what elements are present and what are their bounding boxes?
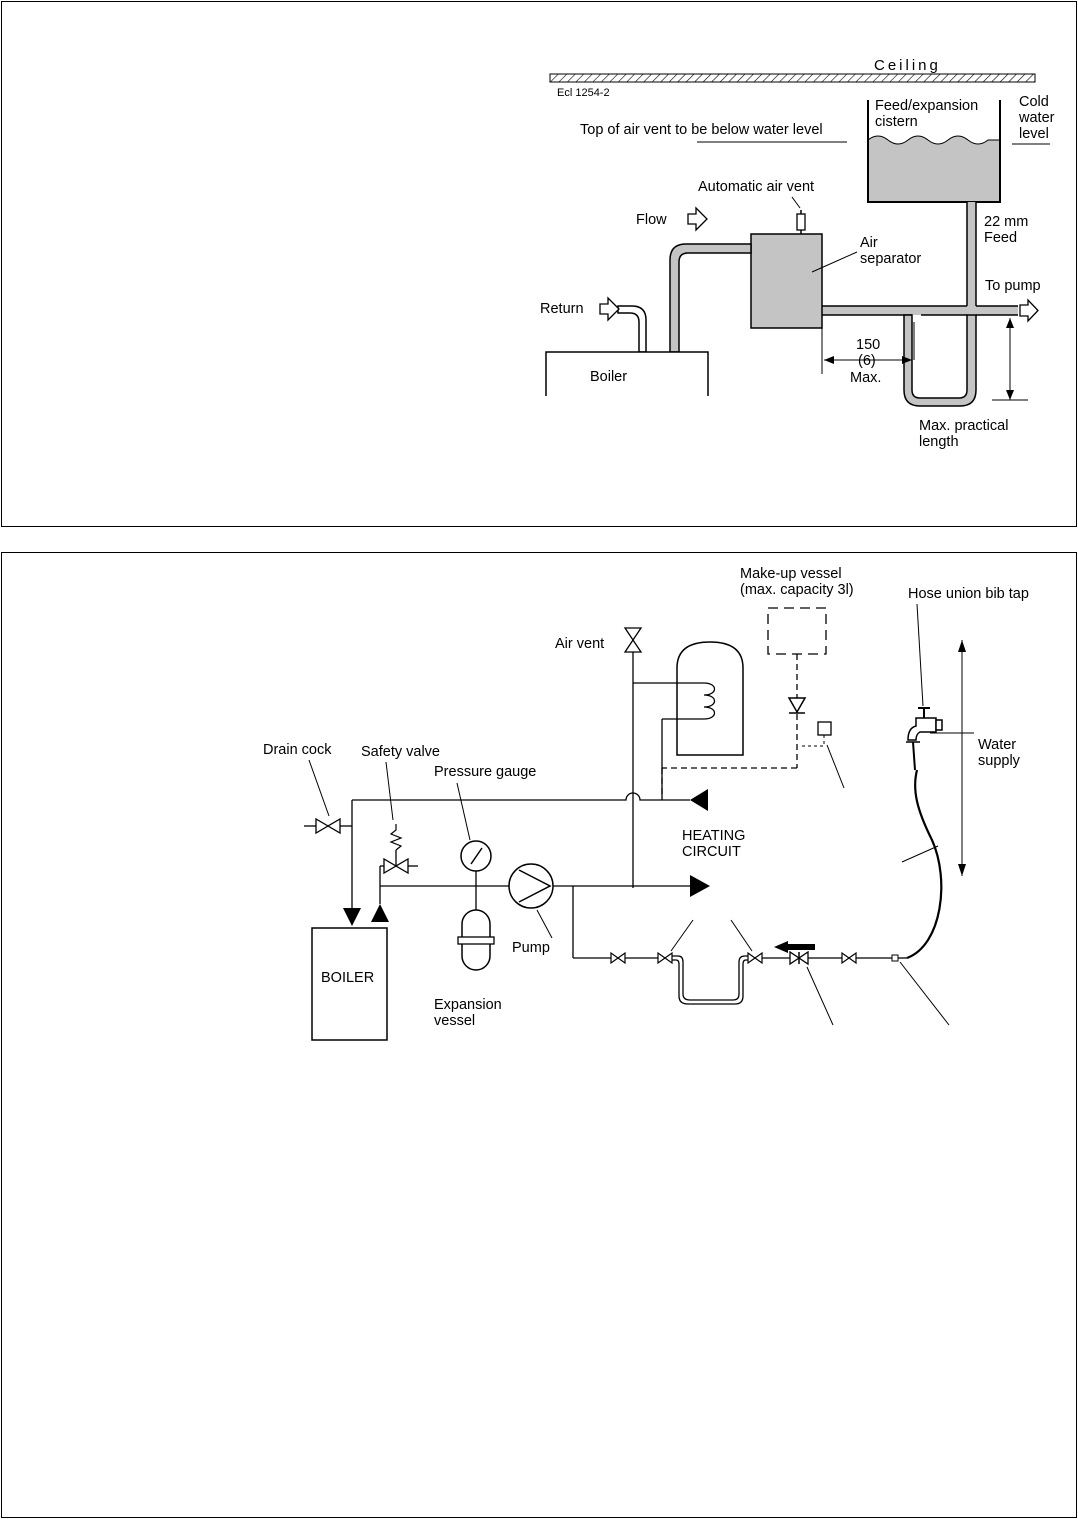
return-arrow-icon — [599, 296, 620, 322]
makeup-vessel — [767, 607, 827, 655]
boiler-label: Boiler — [590, 369, 627, 385]
water-supply-dimension — [930, 640, 974, 876]
water-supply-label-2: supply — [978, 753, 1021, 769]
bib-tap-icon — [906, 707, 943, 771]
dimension-150 — [821, 320, 912, 374]
air-separator-diagram: Ceiling Ecl 1254-2 Top of air vent to be… — [540, 57, 1055, 450]
safety-valve-label: Safety valve — [361, 744, 440, 760]
feed-label-1: 22 mm — [984, 214, 1028, 230]
dimension-value: 150 — [856, 337, 880, 353]
safety-valve-icon — [379, 824, 418, 886]
air-separator — [750, 233, 823, 329]
boiler-flow-arrow-icon — [371, 904, 389, 922]
hose-tap-label: Hose union bib tap — [908, 586, 1029, 602]
boiler-label: BOILER — [321, 970, 374, 986]
drain-cock-label: Drain cock — [263, 742, 332, 758]
expansion-vessel — [457, 886, 495, 971]
max-length-label-1: Max. practical — [919, 418, 1008, 434]
air-separator-label-1: Air — [860, 235, 878, 251]
pump-icon — [508, 863, 554, 909]
cistern-label-1: Feed/expansion — [875, 98, 978, 114]
boiler — [311, 927, 388, 1041]
makeup-check-valve-icon — [787, 697, 807, 714]
makeup-indicator-box — [817, 721, 832, 736]
automatic-air-vent-icon — [796, 210, 806, 234]
cold-water-level-label-3: level — [1019, 126, 1049, 142]
cold-water-level-label-2: water — [1018, 110, 1055, 126]
flow-label: Flow — [636, 212, 667, 228]
filling-loop — [572, 886, 907, 1005]
air-separator-diagram-panel: Ceiling Ecl 1254-2 Top of air vent to be… — [1, 1, 1077, 527]
air-vent-label: Air vent — [555, 636, 604, 652]
flow-arrow-icon — [690, 875, 710, 897]
pressure-gauge-label: Pressure gauge — [434, 764, 536, 780]
drain-cock-icon — [304, 817, 352, 835]
expansion-vessel-label-1: Expansion — [434, 997, 502, 1013]
return-flow-arrow-icon — [690, 789, 708, 811]
max-length-dimension — [992, 318, 1028, 401]
pipe-to-pump — [822, 305, 1018, 316]
sealed-system-diagram-panel: Make-up vessel (max. capacity 3l) Air ve… — [1, 552, 1077, 1518]
automatic-air-vent-label: Automatic air vent — [698, 179, 814, 195]
return-pipe — [617, 305, 647, 353]
cistern-label-2: cistern — [875, 114, 918, 130]
cylinder-coil — [633, 682, 716, 800]
feed-label-2: Feed — [984, 230, 1017, 246]
supply-hose — [906, 769, 943, 960]
dimension-max: Max. — [850, 370, 881, 386]
air-vent-valve-icon — [623, 627, 643, 653]
fill-direction-arrow-icon — [774, 941, 815, 953]
to-pump-arrow-icon — [1019, 298, 1039, 323]
air-separator-label-2: separator — [860, 251, 921, 267]
feed-expansion-cistern — [867, 100, 1001, 203]
return-pipe-line — [352, 792, 690, 801]
dimension-imperial: (6) — [858, 353, 876, 369]
u-bend-pipe — [903, 314, 977, 407]
pump-label: Pump — [512, 940, 550, 956]
flow-pipe — [669, 243, 752, 353]
feed-pipe — [966, 202, 977, 306]
max-length-label-2: length — [919, 434, 959, 450]
makeup-vessel-label-2: (max. capacity 3l) — [740, 582, 854, 598]
to-pump-label: To pump — [985, 278, 1041, 294]
heating-circuit-label-2: CIRCUIT — [682, 844, 741, 860]
cold-water-level-label-1: Cold — [1019, 94, 1049, 110]
boiler — [545, 351, 709, 396]
ceiling — [549, 73, 1036, 83]
expansion-vessel-label-2: vessel — [434, 1013, 475, 1029]
heating-circuit-label-1: HEATING — [682, 828, 745, 844]
makeup-vessel-label-1: Make-up vessel — [740, 566, 842, 582]
ceiling-label: Ceiling — [874, 57, 941, 74]
water-supply-label-1: Water — [978, 737, 1016, 753]
pressure-gauge-icon — [460, 840, 492, 886]
hot-water-cylinder — [676, 641, 744, 756]
flow-arrow-icon — [687, 206, 708, 232]
reference-code: Ecl 1254-2 — [557, 87, 610, 99]
boiler-return-arrow-icon — [343, 908, 361, 926]
sealed-system-diagram: Make-up vessel (max. capacity 3l) Air ve… — [263, 566, 1029, 1041]
air-vent-note: Top of air vent to be below water level — [580, 122, 823, 138]
return-label: Return — [540, 301, 584, 317]
